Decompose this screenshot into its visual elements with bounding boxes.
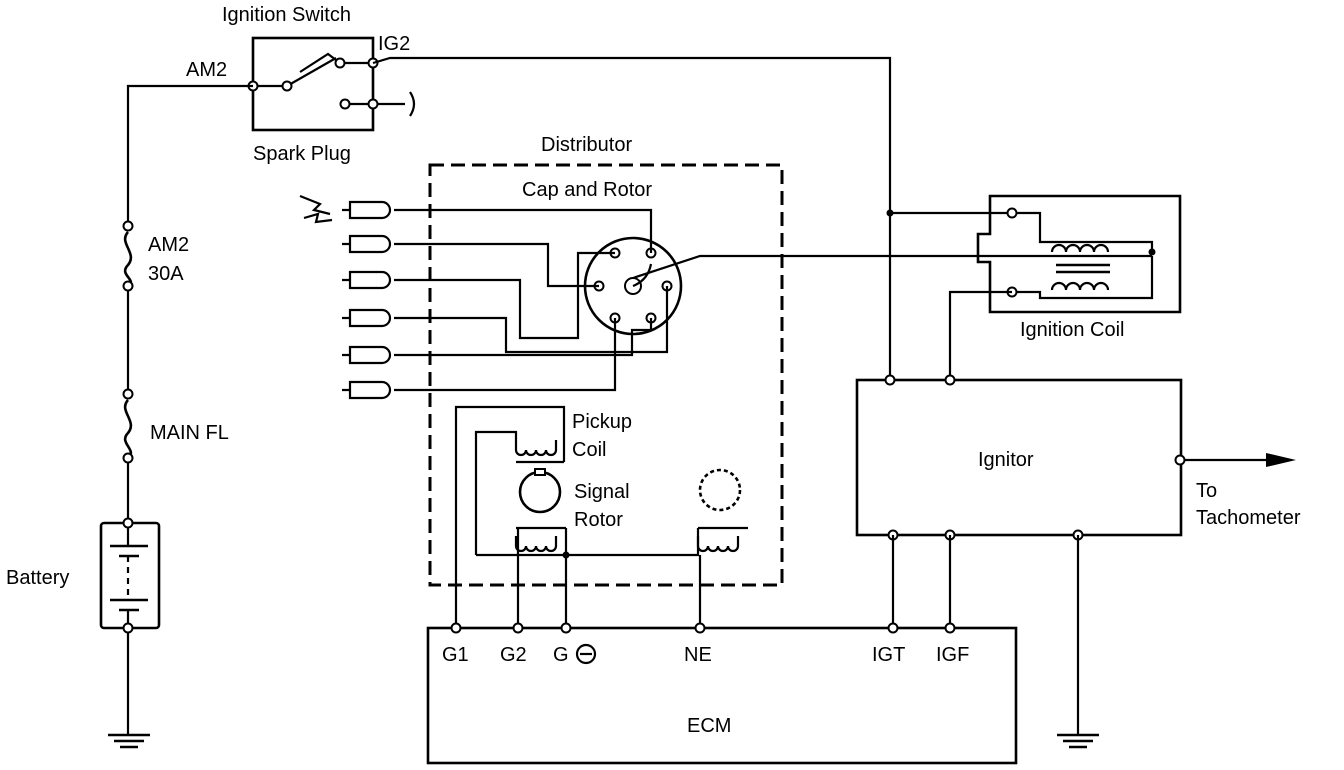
ecm-label: ECM <box>687 715 731 737</box>
tachometer-label-1: To <box>1196 480 1217 502</box>
ecm-pin-igt: IGT <box>872 644 905 666</box>
ignition-switch-label: Ignition Switch <box>222 4 351 26</box>
spark-icon <box>299 194 333 224</box>
signal-rotor-label-1: Signal <box>574 481 630 503</box>
sensor-wiring <box>476 528 702 628</box>
spark-plug-leads <box>394 208 1152 392</box>
minus-circle-icon <box>575 643 597 665</box>
ig2-terminal-label: IG2 <box>378 33 410 55</box>
pickup-coil-label-2: Coil <box>572 439 606 461</box>
ignitor-ecm-wiring <box>891 535 1099 749</box>
spark-plug-label: Spark Plug <box>253 143 351 165</box>
ecm-pin-ne: NE <box>684 644 712 666</box>
cap-and-rotor-label: Cap and Rotor <box>522 179 652 201</box>
ecm-pin-g1: G1 <box>442 644 469 666</box>
battery-icon <box>99 517 161 634</box>
pickup-coil-label-1: Pickup <box>572 411 632 433</box>
distributor-housing <box>428 163 784 587</box>
ecm-pin-igf: IGF <box>936 644 969 666</box>
ignitor-label: Ignitor <box>978 449 1034 471</box>
supply-wiring <box>108 84 253 749</box>
ig2-feed-wiring <box>372 56 1012 380</box>
ecm-pin-g2: G2 <box>500 644 527 666</box>
ignition-coil-label: Ignition Coil <box>1020 319 1125 341</box>
battery-label: Battery <box>6 567 69 589</box>
spark-plug-icon <box>342 200 392 400</box>
distributor-label: Distributor <box>541 134 632 156</box>
ne-rotor-icon <box>696 468 748 553</box>
ecm-box <box>426 622 1018 765</box>
signal-rotor-label-2: Rotor <box>574 509 623 531</box>
tachometer-arrow-icon <box>1184 453 1296 467</box>
fuse-am2-rating: 30A <box>148 263 184 285</box>
main-fl-label: MAIN FL <box>150 422 229 444</box>
ecm-pin-g-minus: G <box>553 644 569 666</box>
signal-rotor-icon <box>514 468 566 553</box>
tachometer-label-2: Tachometer <box>1196 507 1301 529</box>
fuse-am2-label: AM2 <box>148 234 189 256</box>
pickup-coil-icon <box>454 405 566 628</box>
ignition-coil-icon <box>948 194 1182 380</box>
am2-terminal-label: AM2 <box>186 59 227 81</box>
